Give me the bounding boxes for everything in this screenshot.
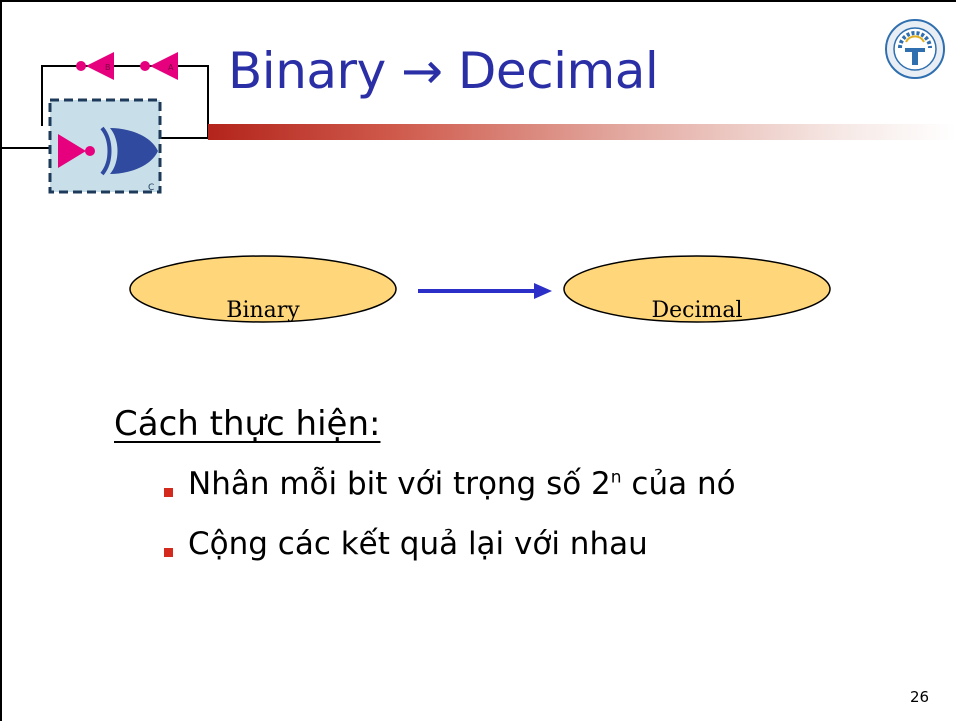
square-bullet-icon bbox=[164, 548, 173, 557]
svg-text:A: A bbox=[168, 63, 174, 72]
list-item: Nhân mỗi bit với trọng số 2n của nó bbox=[160, 466, 736, 526]
logic-gate-circuit-icon: B A C bbox=[0, 52, 212, 194]
title-from: Binary bbox=[228, 42, 386, 100]
square-bullet-icon bbox=[164, 488, 173, 497]
svg-text:B: B bbox=[105, 63, 111, 72]
title-to: Decimal bbox=[457, 42, 659, 100]
slide-frame-left bbox=[0, 0, 2, 721]
step-text: Cộng các kết quả lại với nhau bbox=[188, 526, 648, 562]
title-underline-bar bbox=[208, 124, 956, 140]
svg-text:C: C bbox=[148, 183, 154, 193]
university-seal-logo bbox=[885, 19, 945, 79]
method-steps-list: Nhân mỗi bit với trọng số 2n của nó Cộng… bbox=[160, 466, 736, 586]
slide-frame-top bbox=[0, 0, 956, 2]
step-superscript: n bbox=[610, 467, 622, 488]
right-arrow-icon bbox=[418, 283, 552, 299]
method-heading: Cách thực hiện: bbox=[114, 404, 381, 444]
decimal-ellipse bbox=[563, 255, 831, 323]
list-item: Cộng các kết quả lại với nhau bbox=[160, 526, 736, 586]
page-number: 26 bbox=[910, 688, 930, 706]
step-text-before: Nhân mỗi bit với trọng số 2 bbox=[188, 466, 611, 502]
title-arrow: → bbox=[401, 42, 443, 100]
binary-ellipse bbox=[129, 255, 397, 323]
step-text-after: của nó bbox=[621, 466, 736, 502]
binary-node-label: Binary bbox=[226, 298, 300, 323]
conversion-diagram bbox=[129, 255, 831, 323]
decimal-node-label: Decimal bbox=[651, 298, 743, 323]
slide-title: Binary → Decimal bbox=[228, 42, 659, 100]
